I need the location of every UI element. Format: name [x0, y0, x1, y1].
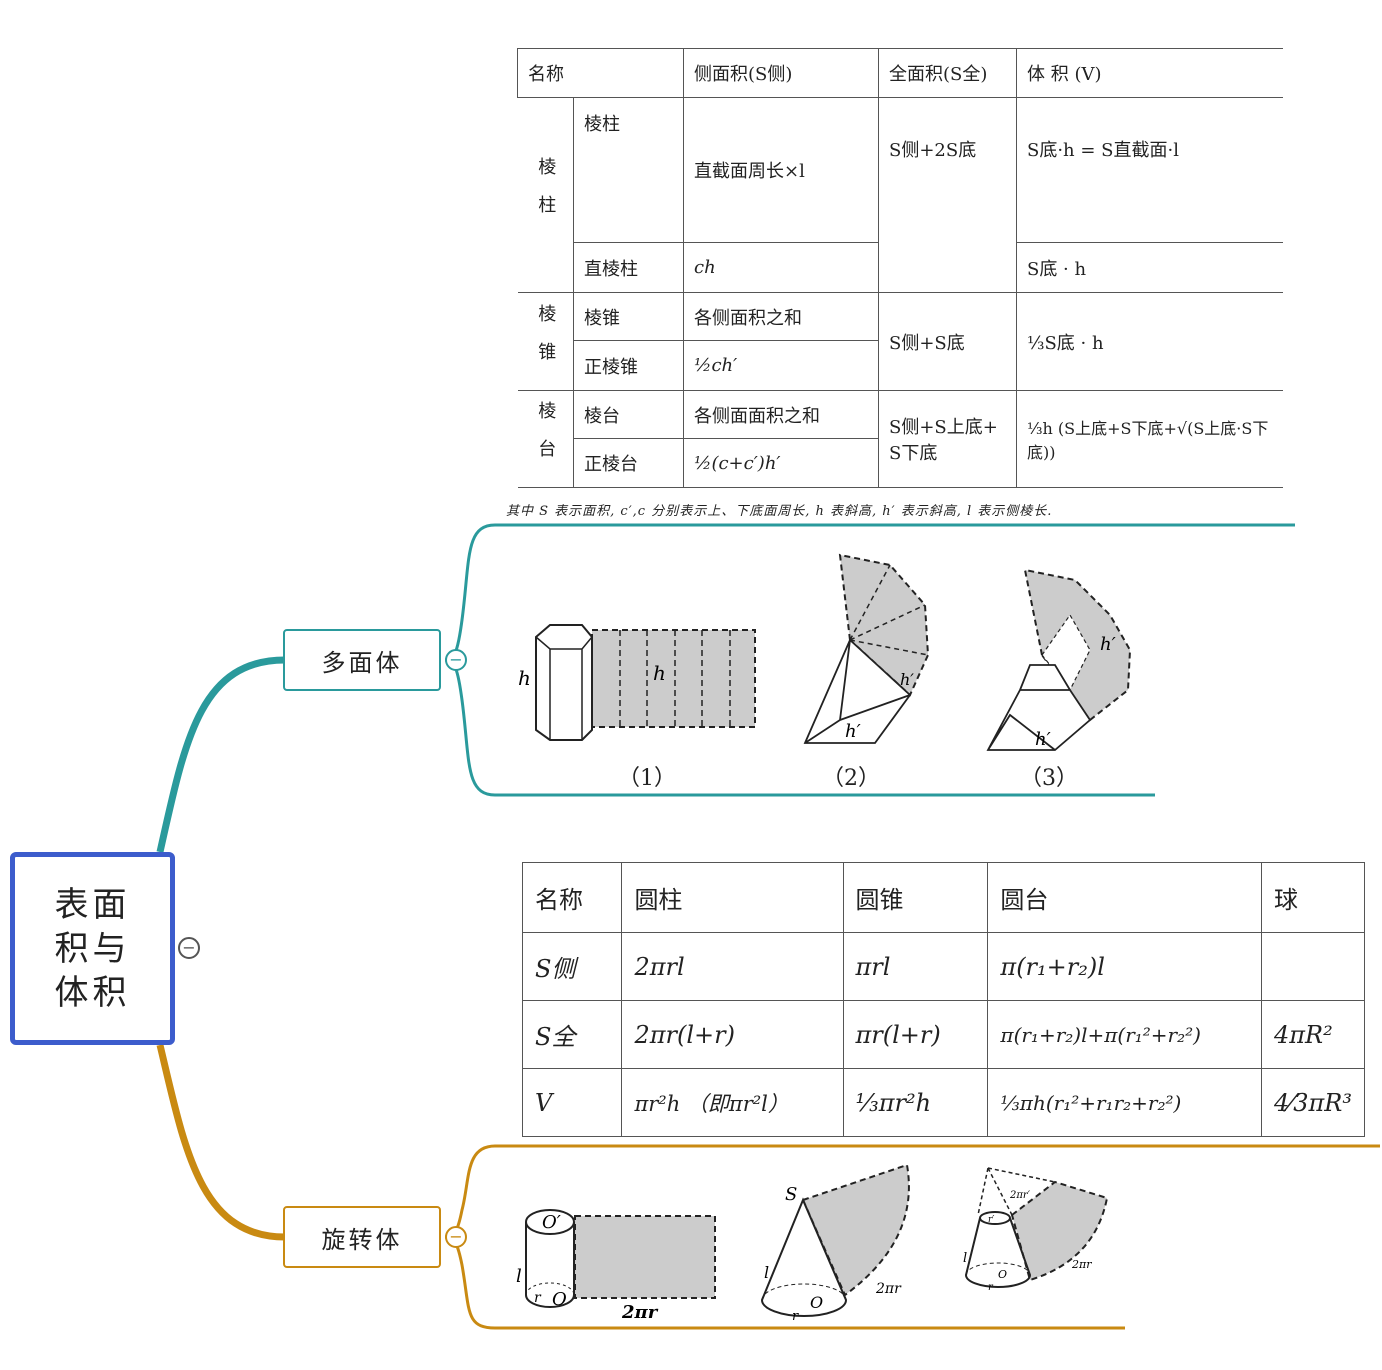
- header-frustum: 圆台: [987, 862, 1262, 933]
- group-prism: 棱柱: [517, 97, 574, 293]
- header-name: 名称: [521, 862, 623, 933]
- row-name: 正棱锥: [573, 340, 684, 391]
- frustum-unfold-figure: h′ h′: [986, 568, 1132, 751]
- svg-text:l: l: [764, 1263, 769, 1282]
- row-name: 直棱柱: [573, 242, 684, 293]
- total-cell: S侧+2S底: [878, 97, 1017, 293]
- cone-unfold-figure: S O r l 2πr: [760, 1163, 910, 1324]
- lateral-cell: 各侧面面积之和: [683, 390, 879, 439]
- row-name: 棱柱: [573, 97, 684, 243]
- total-cell: S侧+S上底+ S下底: [878, 390, 1017, 488]
- group-frustum: 棱台: [517, 390, 574, 488]
- svg-text:h: h: [653, 661, 666, 685]
- root-title-line: 体积: [54, 972, 131, 1013]
- lateral-cell: ch: [683, 242, 879, 293]
- svg-text:2πr: 2πr: [875, 1281, 902, 1297]
- frustum-cone-unfold-figure: 2πr′ r′ O r l 2πr: [963, 1167, 1109, 1293]
- root-title-line: 积与: [54, 928, 131, 969]
- formula-cell: π(r₁+r₂)l+π(r₁²+r₂²): [987, 1000, 1262, 1069]
- row-label: V: [521, 1068, 623, 1137]
- svg-text:S: S: [785, 1184, 797, 1205]
- lateral-cell: ½(c+c′)h′: [683, 438, 879, 488]
- figure-caption: （1）: [618, 766, 676, 791]
- formula-cell: 4πR²: [1260, 1000, 1366, 1069]
- revolution-collapse-button[interactable]: −: [445, 1226, 467, 1248]
- svg-text:r: r: [792, 1309, 799, 1324]
- header-cylinder: 圆柱: [621, 862, 844, 933]
- svg-text:l: l: [963, 1251, 967, 1266]
- row-name: 棱锥: [573, 292, 684, 341]
- svg-text:h′: h′: [900, 670, 914, 689]
- svg-text:O′: O′: [542, 1212, 561, 1233]
- lateral-cell: 各侧面积之和: [683, 292, 879, 341]
- formula-cell: 2πrl: [621, 932, 844, 1001]
- volume-cell: S底·h = S直截面·l: [1016, 97, 1283, 243]
- volume-cell: S底 · h: [1016, 242, 1283, 293]
- prism-unfold-figure: h h: [518, 624, 756, 741]
- volume-cell: ⅓h (S上底+S下底+√(S上底·S下底)): [1016, 390, 1283, 488]
- svg-text:r: r: [534, 1290, 542, 1306]
- pyramid-unfold-figure: h′ h′: [803, 553, 930, 744]
- cylinder-unfold-figure: O′ O r l 2πr: [516, 1209, 716, 1323]
- figure-caption: （3）: [1020, 766, 1078, 791]
- total-cell: S侧+S底: [878, 292, 1017, 391]
- header-sphere: 球: [1260, 862, 1366, 933]
- figure-caption: （2）: [822, 766, 880, 791]
- header-cone: 圆锥: [842, 862, 989, 933]
- formula-cell: [1260, 932, 1366, 1001]
- header-name: 名称: [517, 48, 684, 98]
- root-collapse-button[interactable]: −: [178, 937, 200, 959]
- header-total: 全面积(S全): [878, 48, 1017, 98]
- svg-text:2πr: 2πr: [1071, 1258, 1092, 1271]
- svg-text:h: h: [518, 666, 531, 690]
- header-volume: 体 积 (V): [1016, 48, 1283, 98]
- table-footnote: 其中 S 表示面积, c′,c 分别表示上、下底面周长, h 表斜高, h′ 表…: [506, 504, 1053, 519]
- polyhedron-collapse-button[interactable]: −: [445, 649, 467, 671]
- svg-text:2πr′: 2πr′: [1009, 1190, 1031, 1201]
- revolution-unfold-figures: O′ O r l 2πr S O r l 2πr 2πr′ r′ O r l 2…: [516, 1163, 1109, 1324]
- root-title-line: 表面: [54, 884, 131, 925]
- svg-text:r: r: [988, 1282, 994, 1293]
- svg-text:h′: h′: [845, 721, 861, 742]
- header-lateral: 侧面积(S侧): [683, 48, 879, 98]
- svg-text:h′: h′: [1035, 729, 1051, 750]
- formula-cell: ⅓πh(r₁²+r₁r₂+r₂²): [987, 1068, 1262, 1137]
- volume-cell: ⅓S底 · h: [1016, 292, 1283, 391]
- formula-cell: 4⁄3πR³: [1260, 1068, 1366, 1137]
- svg-text:O: O: [998, 1268, 1007, 1281]
- revolution-node[interactable]: 旋转体: [283, 1206, 441, 1268]
- formula-cell: 2πr(l+r): [621, 1000, 844, 1069]
- formula-cell: ⅓πr²h: [842, 1068, 989, 1137]
- svg-text:r′: r′: [988, 1215, 994, 1225]
- polyhedron-node[interactable]: 多面体: [283, 629, 441, 691]
- row-name: 棱台: [573, 390, 684, 439]
- formula-cell: πr(l+r): [842, 1000, 989, 1069]
- svg-text:O: O: [810, 1293, 823, 1312]
- row-label: S全: [521, 1000, 623, 1069]
- formula-cell: πrl: [842, 932, 989, 1001]
- svg-text:l: l: [516, 1266, 522, 1287]
- formula-cell: π(r₁+r₂)l: [987, 932, 1262, 1001]
- formula-cell: πr²h （即πr²l）: [621, 1068, 844, 1137]
- row-label: S侧: [521, 932, 623, 1001]
- polyhedron-unfold-figures: h h h′ h′ h′ h′: [518, 553, 1132, 751]
- svg-text:h′: h′: [1100, 634, 1116, 655]
- root-node[interactable]: 表面 积与 体积: [10, 852, 175, 1045]
- lateral-cell: 直截面周长×l: [683, 97, 879, 243]
- svg-text:2πr: 2πr: [621, 1302, 659, 1323]
- svg-text:O: O: [552, 1289, 567, 1310]
- lateral-cell: ½ch′: [683, 340, 879, 391]
- row-name: 正棱台: [573, 438, 684, 488]
- group-pyramid: 棱锥: [517, 292, 574, 391]
